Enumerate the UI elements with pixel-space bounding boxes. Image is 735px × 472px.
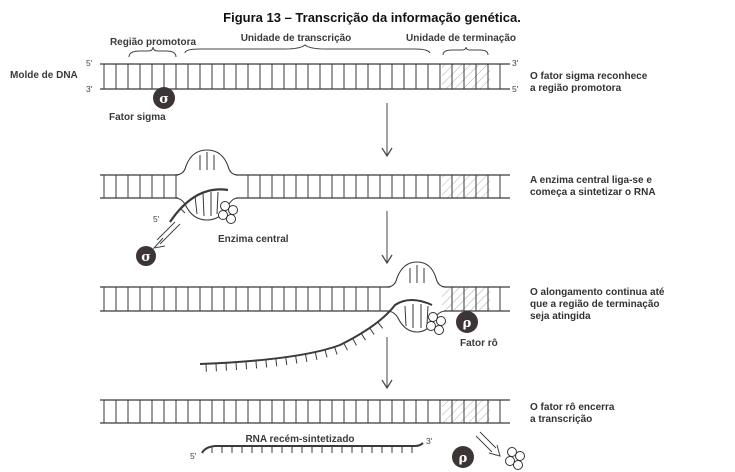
termination-region-hatch: [442, 175, 490, 198]
rna-base: [285, 357, 288, 366]
three-prime-label: 3': [512, 58, 519, 68]
rna-base: [377, 321, 384, 329]
rho-symbol: ρ: [463, 316, 472, 331]
rho-symbol: ρ: [459, 451, 468, 466]
sigma-symbol: σ: [159, 92, 169, 107]
transcription-bubble-step-2: [169, 149, 239, 223]
step-1-description: O fator sigma reconhece a região promoto…: [530, 71, 650, 94]
rho-factor-label: Fator rô: [460, 338, 498, 349]
core-enzyme-label: Enzima central: [218, 234, 289, 245]
dna-template-step-2: [100, 174, 510, 199]
step-arrow-1: [381, 103, 393, 158]
termination-unit-label: Unidade de terminação: [406, 33, 516, 44]
dna-template-step-1: [100, 63, 510, 90]
rna-base: [245, 361, 248, 370]
promoter-region-label: Região promotora: [110, 37, 197, 48]
transcription-unit-label: Unidade de transcrição: [241, 33, 352, 44]
rna-strand-step-3: [199, 299, 433, 365]
rna-base: [334, 346, 338, 355]
rna-base: [275, 358, 278, 367]
three-prime-label: 3': [86, 84, 93, 94]
core-enzyme-step-2: [218, 201, 238, 224]
three-prime-label: 3': [426, 436, 433, 446]
termination-region-hatch: [442, 287, 490, 311]
dna-template-step-4: [100, 399, 510, 424]
promoter-brace: [128, 46, 177, 58]
termination-brace: [442, 46, 489, 56]
enzyme-release-arrow: [475, 431, 501, 457]
figure-title: Figura 13 – Transcrição da informação ge…: [223, 10, 521, 25]
transcription-bubble-step-3: [386, 261, 447, 333]
step-4-description: O fator rô encerra a transcrição: [530, 402, 617, 425]
five-prime-label: 5': [512, 84, 519, 94]
rna-bases-step-3: [205, 321, 384, 372]
dna-template-label: Molde de DNA: [10, 70, 78, 81]
transcription-brace: [184, 44, 431, 54]
rna-base: [265, 359, 268, 368]
termination-region-hatch: [442, 64, 490, 89]
dna-template-step-3: [100, 286, 510, 312]
rna-base: [343, 342, 348, 351]
core-enzyme-released: [505, 447, 525, 470]
five-prime-label: 5': [86, 58, 93, 68]
step-3-description: O alongamento continua até que a região …: [530, 287, 667, 322]
step-arrow-2: [381, 211, 393, 265]
sigma-symbol: σ: [141, 250, 151, 265]
rna-base: [235, 362, 238, 371]
step-arrow-3: [381, 337, 393, 390]
rna-bases-step-4: [211, 446, 413, 453]
rna-base: [314, 351, 318, 360]
rna-base: [324, 349, 328, 358]
rna-strand-step-4: [201, 442, 424, 454]
termination-region-hatch: [442, 400, 490, 423]
step-2-description: A enzima central liga-se e começa a sint…: [530, 175, 656, 198]
five-prime-label: 5': [153, 214, 160, 224]
rna-base: [352, 338, 357, 346]
rna-base: [304, 353, 308, 362]
sigma-release-arrow: [152, 221, 181, 249]
core-enzyme-step-3: [426, 312, 446, 335]
new-rna-label: RNA recém-sintetizado: [245, 434, 354, 445]
five-prime-label: 5': [190, 451, 197, 461]
sigma-factor-released: σ: [136, 246, 156, 266]
rho-factor-released: ρ: [452, 446, 474, 468]
rna-base: [360, 333, 366, 341]
sigma-factor: σ: [153, 87, 175, 109]
rna-base: [369, 327, 375, 335]
rho-factor: ρ: [456, 311, 478, 333]
rna-base: [255, 360, 258, 369]
sigma-factor-label: Fator sigma: [109, 112, 166, 123]
rna-base: [295, 355, 298, 364]
